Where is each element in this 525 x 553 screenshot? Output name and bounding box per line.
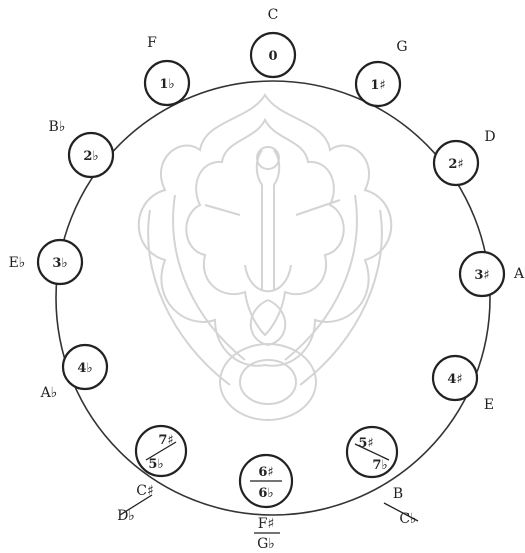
node-f-note: F — [147, 35, 157, 51]
node-fs-signature-bottom: 6♭ — [258, 486, 273, 501]
node-bb: 2♭ B♭ — [49, 119, 113, 177]
node-e: 4♯ E — [433, 356, 494, 413]
node-bb-note: B♭ — [49, 119, 66, 135]
node-b-signature-bottom: 7♭ — [372, 458, 387, 473]
node-g: 1♯ G — [356, 39, 408, 106]
node-cs: 7♯ 5♭ C♯ D♭ — [117, 426, 186, 524]
node-cs-note-bottom: D♭ — [117, 508, 135, 524]
node-e-signature: 4♯ — [447, 372, 462, 387]
node-fs-note-bottom: G♭ — [257, 536, 275, 552]
deity-emblem-icon — [139, 95, 392, 420]
node-f-signature: 1♭ — [159, 77, 174, 92]
node-ab: 4♭ A♭ — [40, 345, 107, 401]
node-e-note: E — [484, 397, 494, 413]
node-g-note: G — [396, 39, 407, 55]
node-fs: 6♯ 6♭ F♯ G♭ — [240, 455, 292, 552]
node-cs-note-top: C♯ — [136, 483, 154, 499]
node-fs-note-top: F♯ — [258, 516, 275, 532]
node-d-signature: 2♯ — [448, 157, 463, 172]
node-f: 1♭ F — [145, 35, 189, 105]
node-d-note: D — [484, 129, 495, 145]
node-cs-signature-top: 7♯ — [158, 433, 173, 448]
node-ab-note: A♭ — [40, 385, 58, 401]
node-b: 5♯ 7♭ B C♭ — [347, 427, 418, 527]
node-a-signature: 3♯ — [474, 268, 489, 283]
node-eb-signature: 3♭ — [52, 256, 67, 271]
node-c-note: C — [268, 7, 279, 23]
node-g-signature: 1♯ — [370, 78, 385, 93]
node-b-note-bottom: C♭ — [399, 511, 416, 527]
node-d: 2♯ D — [434, 129, 496, 185]
cycle-ring — [56, 81, 490, 515]
node-ab-signature: 4♭ — [77, 361, 92, 376]
node-eb-note: E♭ — [9, 255, 26, 271]
node-cs-signature-bottom: 5♭ — [148, 457, 163, 472]
node-bb-signature: 2♭ — [83, 149, 98, 164]
node-a: 3♯ A — [460, 252, 525, 296]
node-a-note: A — [513, 266, 525, 282]
node-c-signature: 0 — [268, 49, 277, 64]
node-fs-signature-top: 6♯ — [258, 465, 273, 480]
node-eb: 3♭ E♭ — [9, 240, 82, 284]
node-c: 0 C — [251, 7, 295, 77]
node-b-note-top: B — [393, 486, 403, 502]
